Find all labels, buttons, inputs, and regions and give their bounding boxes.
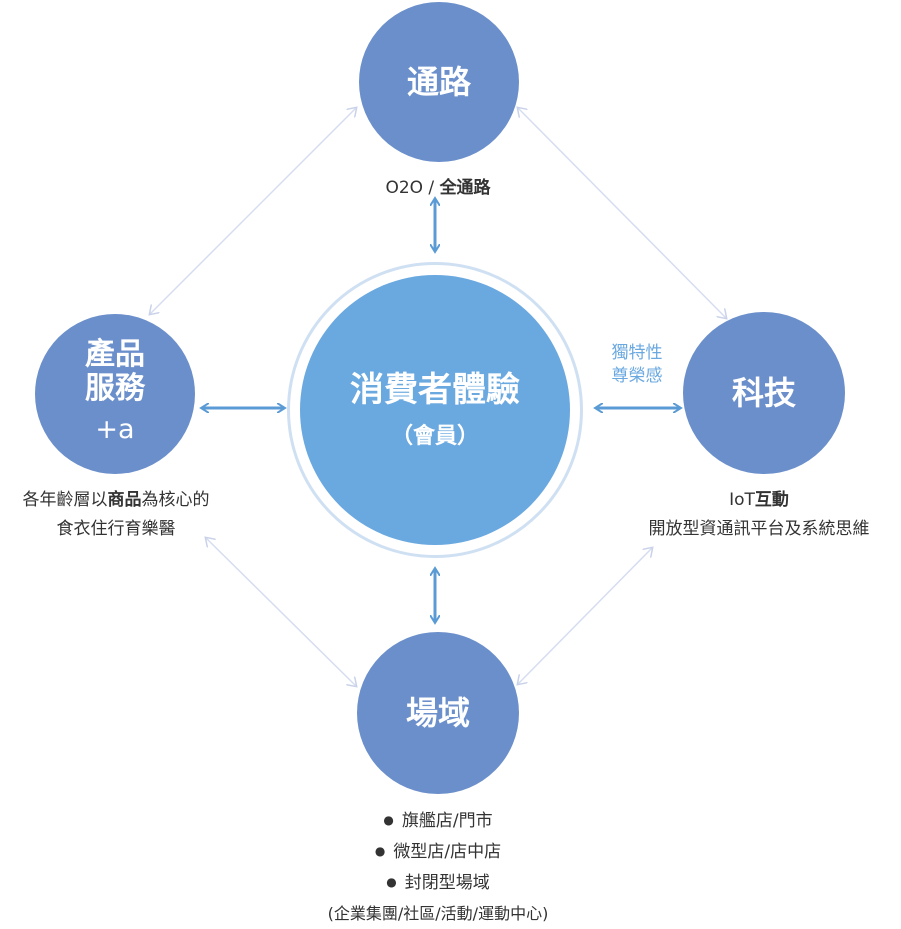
label-uniqueness-2: 尊榮感 [611, 366, 663, 386]
center-subtitle: （會員） [390, 424, 479, 449]
venue-note: (企業集團/社區/活動/運動中心) [327, 904, 549, 923]
label-uniqueness: 獨特性 尊榮感 [598, 342, 676, 388]
label-product: 各年齡層以商品為核心的 食衣住行育樂醫 [0, 486, 232, 544]
label-product-1bold: 商品 [107, 490, 142, 510]
label-technology: IoT互動 開放型資通訊平台及系統思維 [620, 486, 898, 544]
label-product-2: 食衣住行育樂醫 [56, 519, 176, 539]
venue-item-1: 旗艦店/門市 [260, 806, 616, 837]
label-technology-1bold: 互動 [754, 490, 789, 510]
label-product-1b: 為核心的 [141, 490, 210, 510]
label-channel-bold: 全通路 [439, 178, 491, 198]
node-product-title-2: 服務 [85, 371, 145, 406]
node-venue-title: 場域 [405, 694, 470, 732]
label-channel-prefix: O2O / [385, 178, 440, 198]
label-technology-2: 開放型資通訊平台及系統思維 [648, 519, 870, 539]
node-technology: 科技 [683, 312, 845, 474]
label-technology-1a: IoT [729, 490, 755, 510]
arrow-top-left [150, 108, 356, 314]
venue-item-3: 封閉型場域 [260, 868, 616, 899]
node-channel: 通路 [359, 2, 519, 162]
arrow-top-right [518, 108, 726, 318]
node-channel-title: 通路 [406, 63, 471, 101]
arrow-left-bottom [206, 538, 356, 686]
node-product-title-1: 產品 [85, 337, 145, 372]
node-product-service: 產品 服務 +a [35, 314, 195, 474]
node-product-title-3: +a [95, 414, 135, 445]
label-uniqueness-1: 獨特性 [611, 343, 663, 363]
arrow-right-bottom [518, 548, 652, 684]
label-channel: O2O / 全通路 [338, 173, 538, 198]
node-venue: 場域 [357, 632, 519, 794]
node-technology-title: 科技 [731, 374, 796, 412]
node-consumer-experience: 消費者體驗 （會員） [300, 275, 570, 545]
center-title: 消費者體驗 [350, 370, 520, 410]
label-venue-list: 旗艦店/門市 微型店/店中店 封閉型場域 (企業集團/社區/活動/運動中心) [260, 806, 616, 929]
label-product-1a: 各年齡層以 [22, 490, 108, 510]
venue-item-2: 微型店/店中店 [260, 837, 616, 868]
